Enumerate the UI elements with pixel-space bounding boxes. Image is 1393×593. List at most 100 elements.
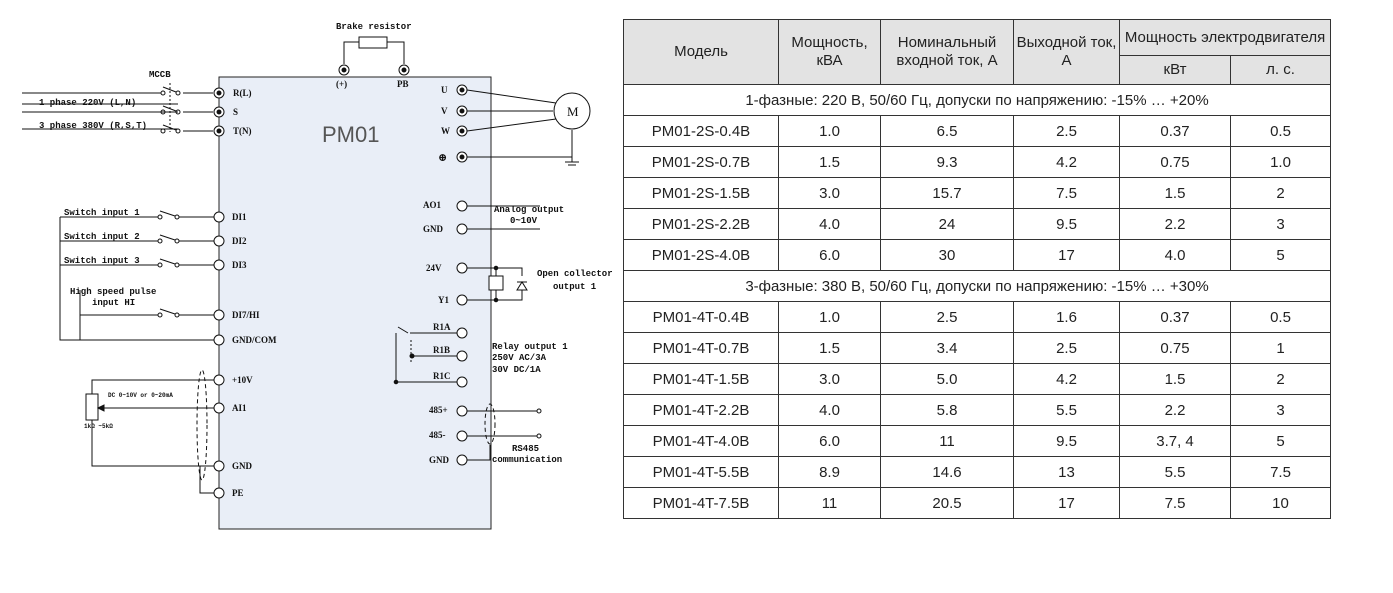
cell-hp: 1.0 (1229, 146, 1332, 178)
cell-output-current: 13 (1013, 456, 1120, 488)
cell-output-current: 17 (1013, 239, 1120, 271)
cell-output-current: 1.6 (1013, 301, 1120, 333)
term-r1c: R1C (433, 371, 451, 381)
term-di7: DI7/HI (232, 310, 260, 320)
inverter-body (218, 76, 492, 530)
cell-kw: 4.0 (1119, 239, 1231, 271)
term-24v: 24V (426, 263, 442, 273)
relay-dc-rating: 30V DC/1A (492, 365, 541, 375)
cell-power: 4.0 (778, 208, 881, 240)
term-pe: PE (232, 488, 244, 498)
relay-ac-rating: 250V AC/3A (492, 353, 547, 363)
cell-input-current: 5.8 (880, 394, 1014, 426)
cell-kw: 3.7, 4 (1119, 425, 1231, 457)
cell-input-current: 24 (880, 208, 1014, 240)
cell-model: PM01-4T-4.0B (623, 425, 779, 457)
cell-output-current: 9.5 (1013, 208, 1120, 240)
cell-model: PM01-4T-0.4B (623, 301, 779, 333)
cell-power: 1.5 (778, 146, 881, 178)
cell-output-current: 9.5 (1013, 425, 1120, 457)
cell-output-current: 7.5 (1013, 177, 1120, 209)
cell-hp: 3 (1229, 208, 1332, 240)
phase1-label: 1 phase 220V (L,N) (39, 98, 136, 108)
cell-output-current: 2.5 (1013, 332, 1120, 364)
cell-hp: 2 (1229, 363, 1332, 395)
motor-label: M (567, 104, 579, 119)
cell-model: PM01-2S-0.7B (623, 146, 779, 178)
header-kw: кВт (1119, 55, 1231, 85)
cell-power: 11 (778, 487, 881, 519)
cell-power: 1.0 (778, 115, 881, 147)
cell-kw: 2.2 (1119, 394, 1231, 426)
cell-output-current: 2.5 (1013, 115, 1120, 147)
rs485-label: RS485 (512, 444, 539, 454)
group-row: 1-фазные: 220 В, 50/60 Гц, допуски по на… (622, 84, 1332, 116)
analog-output-range: 0~10V (510, 216, 538, 226)
pot-signal-label: DC 0~10V or 0~20mA (108, 392, 173, 399)
header-power: Мощность, кВА (778, 19, 881, 85)
term-gndcom: GND/COM (232, 335, 277, 345)
group-title: 1-фазные: 220 В, 50/60 Гц, допуски по на… (622, 84, 1332, 116)
cell-hp: 0.5 (1229, 115, 1332, 147)
potentiometer-symbol (85, 393, 99, 421)
cell-output-current: 17 (1013, 487, 1120, 519)
header-hp: л. с. (1229, 55, 1332, 85)
cell-output-current: 4.2 (1013, 363, 1120, 395)
motor-symbol (553, 92, 591, 130)
brake-resistor-label: Brake resistor (336, 22, 412, 32)
term-tn: T(N) (233, 126, 252, 136)
cell-model: PM01-4T-2.2B (623, 394, 779, 426)
header-input-current: Номинальный входной ток, А (880, 19, 1014, 85)
cell-input-current: 20.5 (880, 487, 1014, 519)
cell-model: PM01-2S-0.4B (623, 115, 779, 147)
cell-hp: 3 (1229, 394, 1332, 426)
header-output-current: Выходной ток, А (1013, 19, 1120, 85)
cell-power: 3.0 (778, 363, 881, 395)
cell-input-current: 11 (880, 425, 1014, 457)
cell-hp: 2 (1229, 177, 1332, 209)
cell-hp: 10 (1229, 487, 1332, 519)
hs-pulse-label-1: High speed pulse (70, 287, 156, 297)
term-rl: R(L) (233, 88, 252, 98)
open-collector-output: output 1 (553, 282, 597, 292)
term-plus: (+) (336, 79, 347, 89)
term-ai1: AI1 (232, 403, 247, 413)
term-di3: DI3 (232, 260, 247, 270)
cell-model: PM01-4T-1.5B (623, 363, 779, 395)
hs-pulse-label-2: input HI (92, 298, 135, 308)
cell-input-current: 6.5 (880, 115, 1014, 147)
cell-input-current: 9.3 (880, 146, 1014, 178)
cell-input-current: 2.5 (880, 301, 1014, 333)
term-ao1: AO1 (423, 200, 442, 210)
ground-terminal-icon: ⊕ (438, 152, 447, 164)
header-motor-power: Мощность электродвигателя (1118, 19, 1332, 56)
analog-output-label: Analog output (494, 205, 564, 215)
cell-output-current: 4.2 (1013, 146, 1120, 178)
cell-input-current: 3.4 (880, 332, 1014, 364)
cell-hp: 5 (1229, 239, 1332, 271)
term-gnd-left: GND (232, 461, 253, 471)
term-485n: 485- (429, 430, 446, 440)
spec-table: Модель Мощность, кВА Номинальный входной… (622, 19, 1332, 519)
cell-hp: 5 (1229, 425, 1332, 457)
group-row: 3-фазные: 380 В, 50/60 Гц, допуски по на… (622, 270, 1332, 302)
cell-model: PM01-2S-1.5B (623, 177, 779, 209)
term-s: S (233, 107, 238, 117)
cell-kw: 7.5 (1119, 487, 1231, 519)
cell-kw: 0.37 (1119, 301, 1231, 333)
cell-kw: 1.5 (1119, 363, 1231, 395)
cell-power: 1.0 (778, 301, 881, 333)
term-v: V (441, 106, 448, 116)
cell-model: PM01-2S-4.0B (623, 239, 779, 271)
cell-hp: 7.5 (1229, 456, 1332, 488)
term-u: U (441, 85, 448, 95)
